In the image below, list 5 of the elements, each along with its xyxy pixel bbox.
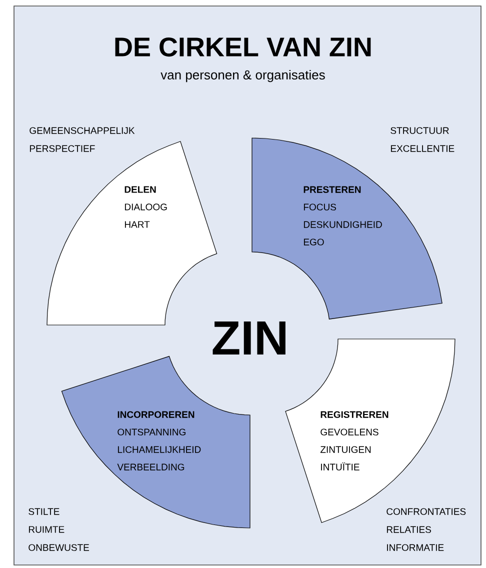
- label: INFORMATIE: [387, 544, 444, 551]
- title: DE CIRKEL VAN ZIN: [115, 37, 371, 57]
- label: ONBEWUSTE: [28, 544, 90, 551]
- subtitle: van personen & organisaties: [160, 70, 325, 82]
- label: RUIMTE: [28, 526, 64, 533]
